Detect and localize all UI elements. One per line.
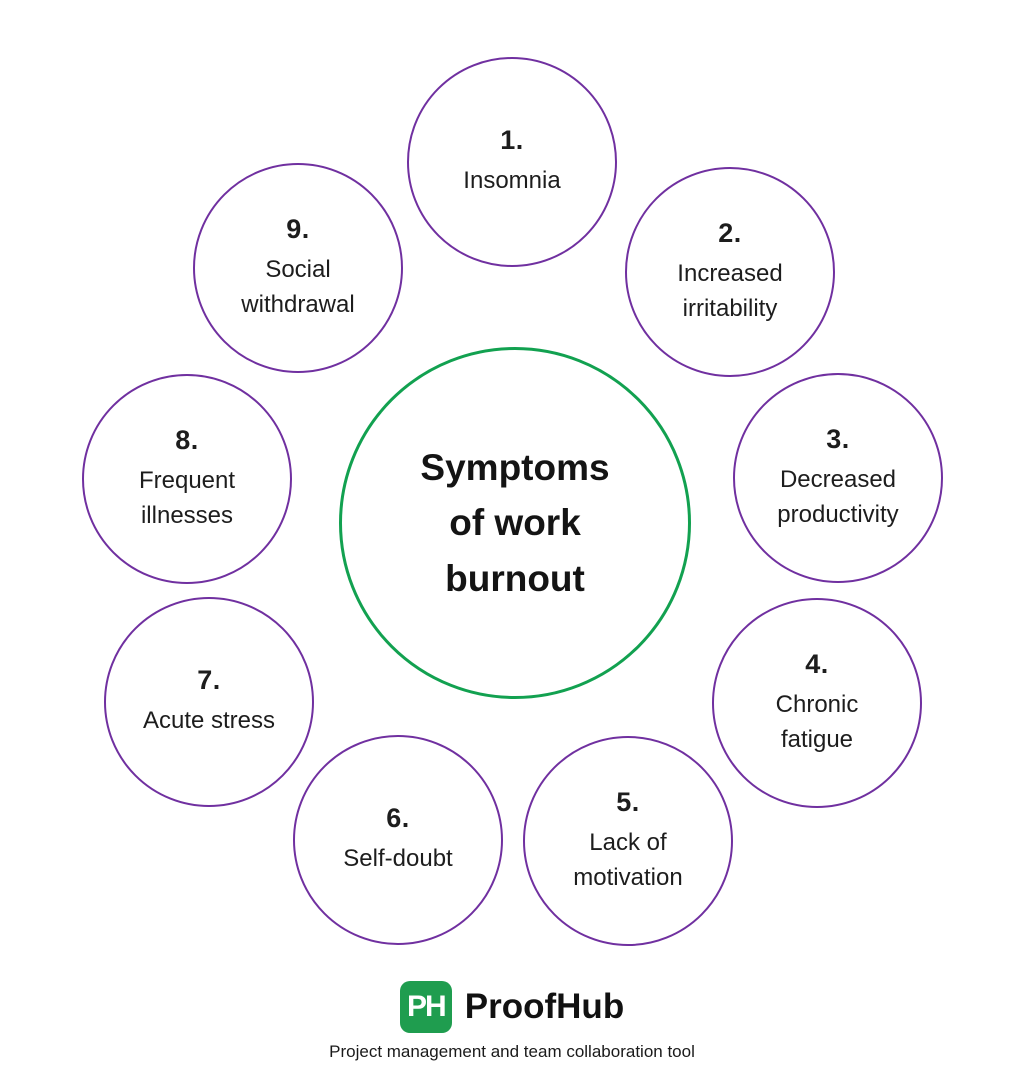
title-line-3: burnout	[445, 557, 585, 599]
footer-brand-row: PH ProofHub	[0, 981, 1024, 1033]
symptom-number: 8.	[175, 424, 199, 455]
center-circle: Symptoms of work burnout	[339, 347, 691, 699]
symptom-number: 7.	[197, 665, 221, 696]
symptom-label: Increased irritability	[677, 259, 783, 322]
symptom-circle-frequent-illnesses: 8. Frequent illnesses	[82, 374, 292, 584]
symptom-label: Insomnia	[463, 167, 561, 195]
symptom-circle-chronic-fatigue: 4. Chronic fatigue	[712, 598, 922, 808]
symptom-circle-social-withdrawal: 9. Social withdrawal	[193, 163, 403, 373]
infographic-title: Symptoms of work burnout	[420, 440, 609, 607]
symptom-number: 1.	[500, 125, 524, 156]
symptom-label: Frequent illnesses	[138, 466, 236, 529]
symptom-circle-increased-irritability: 2. Increased irritability	[625, 167, 835, 377]
proofhub-logo-icon: PH	[399, 981, 452, 1033]
symptom-circle-decreased-productivity: 3. Decreased productivity	[733, 373, 943, 583]
symptom-label: Social withdrawal	[241, 255, 355, 318]
symptom-circle-lack-of-motivation: 5. Lack of motivation	[523, 736, 733, 946]
title-line-2: of work	[449, 502, 581, 544]
symptom-number: 2.	[718, 217, 742, 248]
symptom-circle-self-doubt: 6. Self-doubt	[293, 735, 503, 945]
symptom-number: 3.	[826, 423, 850, 454]
symptom-number: 5.	[616, 786, 640, 817]
symptom-label: Self-doubt	[343, 845, 453, 873]
symptom-label: Lack of motivation	[573, 828, 683, 891]
symptom-label: Acute stress	[142, 707, 276, 735]
title-line-1: Symptoms	[420, 446, 610, 488]
brand-name: ProofHub	[464, 987, 625, 1026]
symptom-circle-acute-stress: 7. Acute stress	[104, 597, 314, 807]
proofhub-logo-monogram: PH	[406, 990, 447, 1023]
symptom-number: 6.	[386, 803, 410, 834]
brand-tagline: Project management and team collaboratio…	[329, 1042, 695, 1061]
symptom-label: Decreased productivity	[777, 465, 899, 528]
symptom-circle-insomnia: 1. Insomnia	[407, 57, 617, 267]
symptom-number: 9.	[286, 213, 310, 244]
symptom-number: 4.	[805, 648, 829, 679]
symptom-label: Chronic fatigue	[775, 690, 859, 753]
